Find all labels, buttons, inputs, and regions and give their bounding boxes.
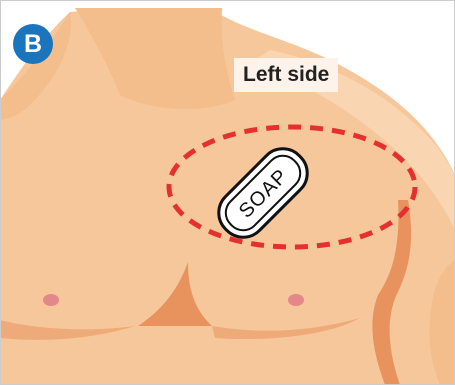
side-label: Left side xyxy=(234,58,338,92)
left-nipple xyxy=(43,294,59,306)
right-nipple xyxy=(288,294,304,306)
panel-letter-badge: B xyxy=(13,24,53,64)
